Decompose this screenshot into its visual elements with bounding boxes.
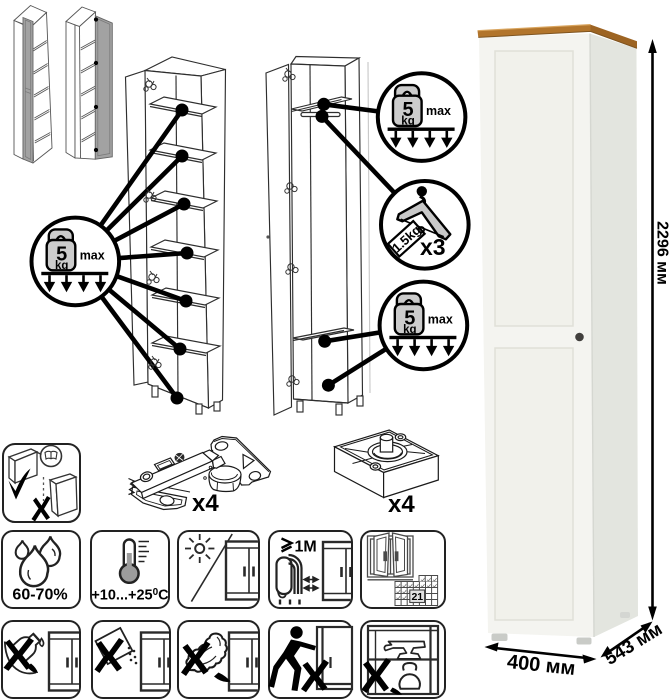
svg-text:x3: x3 xyxy=(420,234,446,260)
svg-text:x4: x4 xyxy=(192,490,219,517)
svg-text:+10...+250C: +10...+250C xyxy=(91,587,169,604)
svg-text:2296 мм: 2296 мм xyxy=(654,221,671,285)
svg-text:x4: x4 xyxy=(388,491,415,518)
svg-text:60-70%: 60-70% xyxy=(12,587,67,604)
svg-text:21: 21 xyxy=(411,591,423,603)
svg-text:1М: 1М xyxy=(295,539,317,556)
